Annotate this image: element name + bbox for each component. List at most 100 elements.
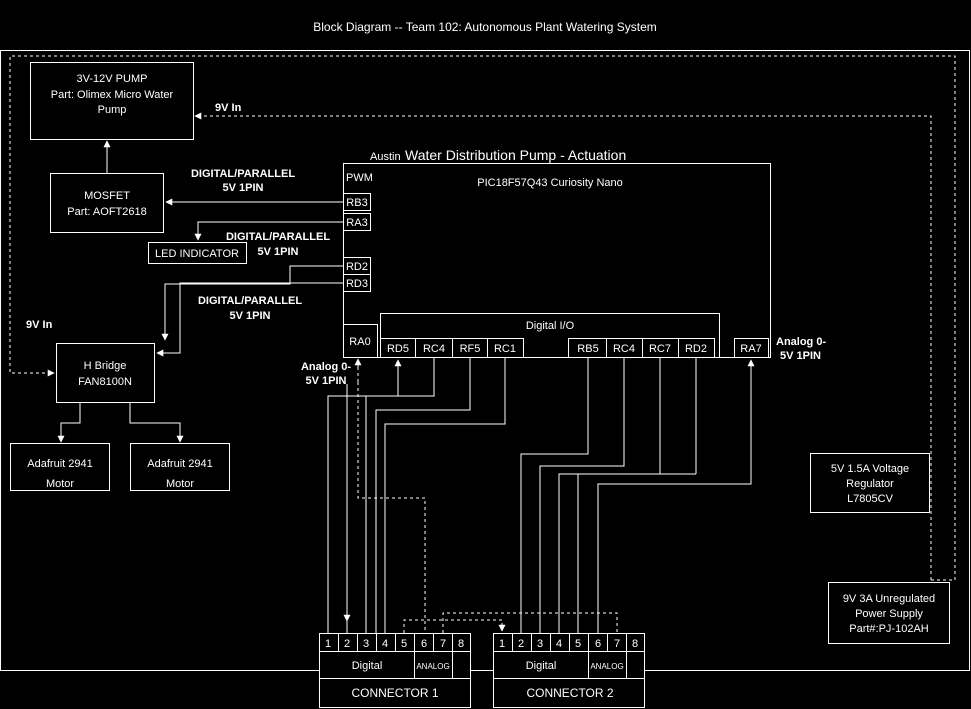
c1-digital-label: Digital: [352, 660, 383, 672]
pin-rd3: [343, 274, 371, 292]
rd3-to-hbridge-arrow: [156, 282, 343, 357]
9v-to-hbridge-dashed: [9, 55, 956, 581]
c1-pin-1: 1: [325, 638, 331, 650]
c2-pin-3: 3: [537, 638, 543, 650]
wire-rd2b-c2p5: [577, 473, 696, 633]
pin-rd5-label: RD5: [387, 343, 409, 355]
dp1-label-1: DIGITAL/PARALLEL: [191, 168, 295, 180]
c2-pin-4: 4: [556, 638, 562, 650]
c2-digital-label: Digital: [526, 660, 557, 672]
pump-block: 3V-12V PUMP Part: Olimex Micro Water Pum…: [30, 62, 194, 140]
rd2-to-hbridge-arrow: [161, 265, 343, 341]
wire-rb5-c2p2: [520, 358, 589, 633]
motor-1-label-1: Adafruit 2941: [27, 458, 92, 470]
c2-pin-5: 5: [575, 638, 581, 650]
pin-rb5-label: RB5: [577, 343, 598, 355]
hbridge-block: H Bridge FAN8100N: [56, 343, 155, 403]
pin-rd2-left-label: RD2: [346, 261, 368, 273]
mcu-heading-large: Water Distribution Pump - Actuation: [405, 147, 626, 163]
regulator-block: 5V 1.5A Voltage Regulator L7805CV: [810, 453, 930, 513]
ra3-to-led-arrow: [194, 221, 343, 241]
hbridge-label-1: H Bridge: [84, 360, 127, 372]
pin-rd2-right-label: RD2: [685, 343, 707, 355]
dp2-label-1: DIGITAL/PARALLEL: [226, 231, 330, 243]
pin-rb3: [343, 193, 371, 211]
motor-1-block: Adafruit 2941 Motor: [10, 443, 110, 491]
analog-left-label-2: 5V 1PIN: [306, 375, 347, 387]
pin-rd2-right: [678, 338, 715, 358]
hbridge-to-motor-2-arrow: [129, 403, 184, 443]
regulator-label-2: Regulator: [846, 478, 894, 490]
motor-2-label-2: Motor: [166, 478, 194, 490]
digital-io-label: Digital I/O: [526, 320, 575, 332]
wire-rc7-c2p4: [558, 358, 661, 633]
connector-2: 1 2 3 4 5 6 7 8 Digital ANALOG CONNECTOR…: [493, 633, 645, 708]
pin-rc1-label: RC1: [494, 343, 516, 355]
pin-rd3-label: RD3: [346, 278, 368, 290]
led-label: LED INDICATOR: [155, 248, 239, 260]
supply-label-1: 9V 3A Unregulated: [843, 593, 935, 605]
pin-ra7-label: RA7: [740, 343, 761, 355]
analog-right-label-2: 5V 1PIN: [780, 350, 821, 362]
c1-pin-6: 6: [421, 638, 427, 650]
9v-in-top-label: 9V In: [215, 102, 242, 114]
pin-ra0-label: RA0: [349, 336, 370, 348]
analog-right-label-1: Analog 0-: [776, 336, 826, 348]
wire-rc4-c1p3: [365, 358, 435, 633]
hbridge-to-motor-1-arrow: [57, 403, 81, 443]
wire-rc1-c1p4: [384, 358, 506, 633]
c1-pin-2: 2: [344, 638, 350, 650]
pin-rc4-a-label: RC4: [423, 343, 445, 355]
pin-ra0: [343, 324, 378, 358]
mosfet-label-1: MOSFET: [84, 190, 130, 202]
pump-label-2: Part: Olimex Micro Water: [51, 89, 174, 101]
pump-label-1: 3V-12V PUMP: [77, 73, 148, 85]
wire-rc4b-c2p3: [539, 358, 625, 633]
c1-pin-4: 4: [382, 638, 388, 650]
pin-rc4-b-label: RC4: [613, 343, 635, 355]
c2-analog-label: ANALOG: [590, 662, 623, 671]
c2-pin-7: 7: [614, 638, 620, 650]
mcu-heading-small: Austin: [370, 151, 401, 163]
outer-frame: [0, 50, 970, 671]
mosfet-block: MOSFET Part: AOFT2618: [50, 173, 164, 233]
9v-to-pump-dashed: [194, 112, 932, 580]
power-supply-block: 9V 3A Unregulated Power Supply Part#:PJ-…: [828, 582, 950, 644]
dp3-label-1: DIGITAL/PARALLEL: [198, 295, 302, 307]
led-indicator-block: LED INDICATOR: [148, 242, 247, 264]
mcu-pwm-label: PWM: [346, 172, 373, 184]
motor-2-block: Adafruit 2941 Motor: [130, 443, 230, 491]
pin-rb3-label: RB3: [346, 197, 367, 209]
supply-label-3: Part#:PJ-102AH: [849, 623, 929, 635]
mcu-block: Austin Water Distribution Pump - Actuati…: [343, 147, 771, 358]
regulator-label-1: 5V 1.5A Voltage: [831, 463, 909, 475]
dp3-label-2: 5V 1PIN: [230, 310, 271, 322]
connector-1: 1 2 3 4 5 6 7 8 Digital ANALOG CONNECTOR…: [319, 633, 471, 708]
pump-label-3: Pump: [98, 104, 127, 116]
motor-2-label-1: Adafruit 2941: [147, 458, 212, 470]
regulator-label-3: L7805CV: [847, 493, 894, 505]
power-dashed-c1: [357, 382, 426, 633]
c2-pin-1: 1: [499, 638, 505, 650]
dp2-label-2: 5V 1PIN: [258, 246, 299, 258]
pin-ra3-label: RA3: [346, 217, 367, 229]
wire-c2p6-ra7: [597, 359, 755, 633]
c2-pin-2: 2: [518, 638, 524, 650]
wire-c1p1-rd5: [327, 359, 402, 633]
c1-analog-label: ANALOG: [416, 662, 449, 671]
c2-pin-6: 6: [595, 638, 601, 650]
wire-rf5-c1p4: [375, 358, 471, 633]
pin-rf5-label: RF5: [460, 343, 481, 355]
c2-name: CONNECTOR 2: [526, 686, 613, 700]
pin-rc1: [487, 338, 524, 358]
c1-pin-5: 5: [401, 638, 407, 650]
pin-rc7-label: RC7: [649, 343, 671, 355]
mcu-name: PIC18F57Q43 Curiosity Nano: [477, 177, 623, 189]
supply-label-2: Power Supply: [855, 608, 923, 620]
dp1-label-2: 5V 1PIN: [223, 182, 264, 194]
pin-ra3: [343, 213, 371, 231]
c2-pin-8: 8: [632, 638, 638, 650]
dashed-c1p7-c2p7: [442, 612, 618, 633]
mosfet-label-2: Part: AOFT2618: [67, 206, 146, 218]
